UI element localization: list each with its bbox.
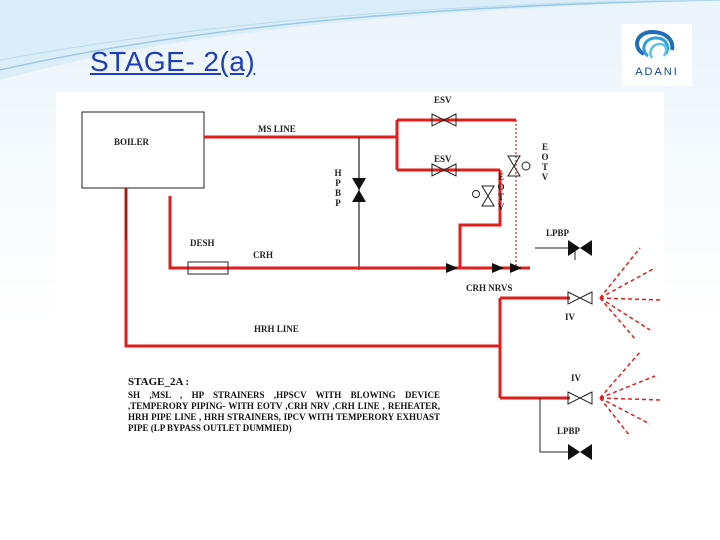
eotv-mid-valve-icon (481, 185, 495, 207)
esv-mid-valve-icon (431, 163, 457, 177)
iv-mid-label: IV (565, 312, 576, 322)
eotv-mid-label: E O T V (497, 172, 505, 212)
boiler-label: BOILER (114, 137, 150, 147)
crh-nrv-valves-icon (446, 263, 522, 273)
esv-top-valve-icon (431, 113, 457, 127)
iv-bottom-valve-icon (567, 391, 593, 405)
eotv-mid-circle-icon (472, 190, 480, 198)
eotv-right-valve-icon (507, 155, 521, 177)
eotv-right-label: E O T V (541, 142, 549, 182)
stage-notes-body: SH ,MSL , HP STRAINERS ,HPSCV WITH BLOWI… (128, 390, 440, 433)
stage-notes-title: STAGE_2A : (128, 376, 190, 388)
exhaust-fan-mid (599, 247, 661, 341)
ms-line (204, 118, 516, 172)
lpbp-top-label: LPBP (546, 228, 570, 238)
boiler-box (81, 111, 205, 189)
lpbp-bottom-valve-icon (568, 444, 580, 460)
hpbp-valve-icon (352, 178, 366, 190)
lpbp-top-valve-icon (568, 240, 580, 256)
header-swoosh (0, 0, 720, 80)
iv-bottom-label: IV (571, 373, 582, 383)
ms-line-label: MS LINE (258, 124, 296, 134)
iv-mid-valve-icon (567, 291, 593, 305)
diagram-panel (56, 92, 664, 510)
desh-label: DESH (190, 238, 215, 248)
adani-logo: ADANI (622, 24, 692, 86)
exhaust-fan-bottom (599, 351, 661, 437)
esv-mid-label: ESV (434, 154, 452, 164)
eotv-mid-line (458, 170, 502, 268)
slide-title: STAGE- 2(a) (90, 46, 256, 77)
hpbp-label: H P B P (334, 168, 342, 208)
crh-label: CRH (253, 250, 273, 260)
logo-swirl-icon (635, 29, 675, 59)
hrh-line-label: HRH LINE (254, 324, 299, 334)
crh-nrvs-label: CRH NRVS (466, 283, 513, 293)
desh-box (187, 261, 229, 275)
esv-top-label: ESV (434, 95, 452, 105)
logo-text: ADANI (635, 66, 679, 78)
eotv-right-circle-icon (521, 161, 531, 171)
lpbp-bottom-label: LPBP (557, 426, 581, 436)
crh-line (168, 196, 530, 270)
hrh-line (124, 188, 570, 400)
